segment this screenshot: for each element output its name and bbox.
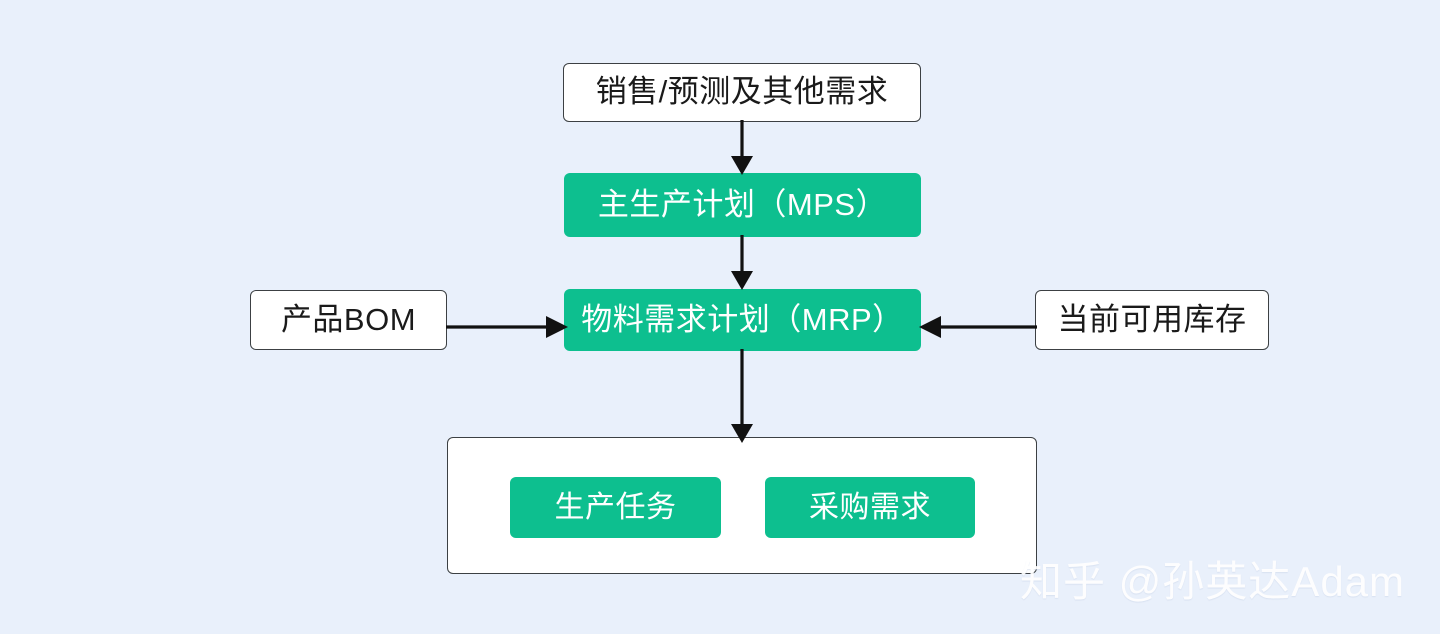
node-label: 生产任务 (554, 491, 677, 524)
node-product-bom[interactable]: 产品BOM (250, 290, 447, 350)
node-master-production-schedule[interactable]: 主生产计划（MPS） (564, 173, 921, 237)
node-material-requirements-planning[interactable]: 物料需求计划（MRP） (564, 289, 921, 351)
node-current-available-inventory[interactable]: 当前可用库存 (1035, 290, 1269, 350)
node-label: 物料需求计划（MRP） (581, 301, 904, 337)
node-production-task[interactable]: 生产任务 (510, 477, 721, 538)
node-label: 采购需求 (809, 491, 931, 524)
edge-mrp-to-outputs-arrow-down (725, 349, 759, 444)
edge-mps-to-mrp-arrow-down (725, 235, 759, 291)
edge-bom-to-mrp-arrow-right (446, 310, 570, 344)
node-label: 产品BOM (280, 301, 417, 337)
watermark-zhihu-author: 知乎 @孙英达Adam (1020, 558, 1406, 605)
node-label: 销售/预测及其他需求 (595, 74, 889, 110)
edge-inventory-to-mrp-arrow-left (919, 310, 1037, 344)
edge-demand-to-mps-arrow-down (725, 120, 759, 176)
node-label: 当前可用库存 (1057, 301, 1247, 337)
node-sales-forecast-demand[interactable]: 销售/预测及其他需求 (563, 63, 921, 122)
node-label: 主生产计划（MPS） (597, 186, 888, 222)
node-purchase-requirement[interactable]: 采购需求 (765, 477, 975, 538)
